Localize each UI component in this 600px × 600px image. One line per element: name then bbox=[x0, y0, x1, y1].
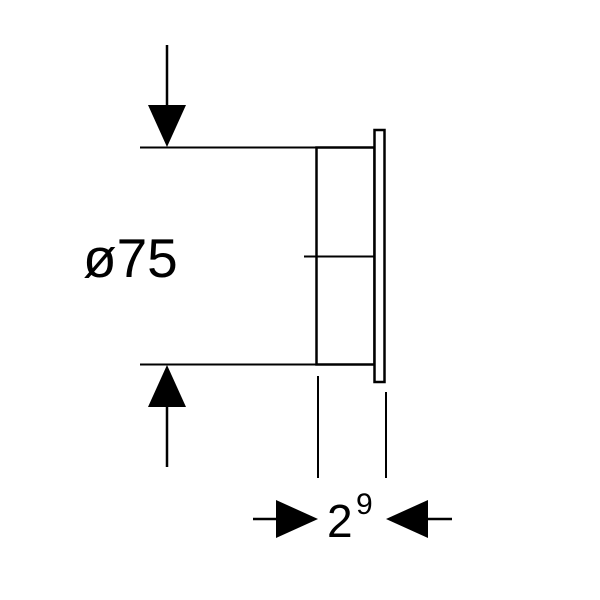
arrow-right-head-icon bbox=[276, 500, 318, 538]
arrow-up-head-icon bbox=[148, 365, 186, 407]
arrow-down-head-icon bbox=[148, 105, 186, 147]
diameter-dimension-label: ø75 bbox=[83, 227, 178, 289]
arrow-left-head-icon bbox=[386, 500, 428, 538]
thickness-dimension-value: 2 bbox=[327, 495, 353, 547]
part-flange-outline bbox=[373, 128, 386, 384]
thickness-dimension-exponent: 9 bbox=[356, 488, 373, 521]
